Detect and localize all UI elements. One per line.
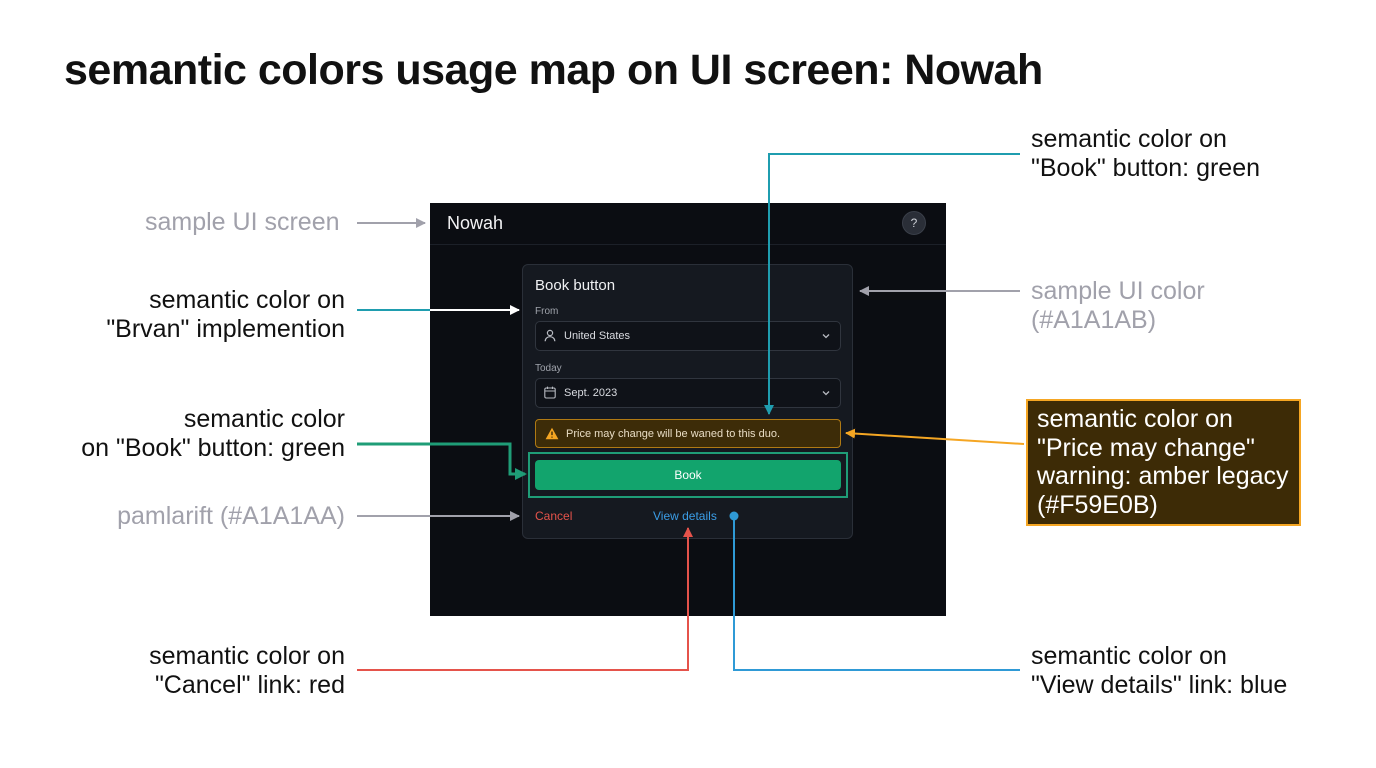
annotation-line: warning: amber legacy — [1037, 462, 1289, 490]
warning-icon — [545, 427, 559, 443]
annotation-view-details: semantic color on "View details" link: b… — [1031, 642, 1287, 700]
booking-card: Book button From United States Today Sep… — [522, 264, 853, 539]
annotation-pamlarift: pamlarift (#A1A1AA) — [117, 502, 345, 531]
annotation-line: "Cancel" link: red — [154, 671, 345, 699]
today-label: Today — [535, 363, 562, 374]
date-select[interactable]: Sept. 2023 — [535, 378, 841, 408]
chevron-down-icon — [821, 331, 831, 344]
annotation-line: (#F59E0B) — [1037, 490, 1158, 519]
from-value: United States — [564, 330, 631, 342]
annotation-line: "Price may change" — [1037, 433, 1255, 462]
annotation-line: (#A1A1AB) — [1031, 306, 1157, 334]
annotation-line: semantic color — [183, 405, 345, 433]
sample-ui-screen: Nowah ? Book button From United States T… — [430, 203, 946, 616]
annotation-line: semantic color on — [149, 642, 345, 670]
page-title: semantic colors usage map on UI screen: … — [64, 46, 1043, 94]
app-header: Nowah ? — [430, 203, 946, 245]
card-title: Book button — [535, 277, 616, 294]
date-value: Sept. 2023 — [564, 387, 618, 399]
annotation-cancel: semantic color on "Cancel" link: red — [149, 642, 345, 700]
calendar-icon — [544, 386, 556, 402]
annotation-line: on "Book" button: green — [81, 434, 345, 462]
from-label: From — [535, 306, 559, 317]
cancel-link[interactable]: Cancel — [535, 509, 573, 523]
annotation-line: semantic color on — [149, 286, 345, 314]
annotation-line: sample UI screen — [145, 208, 340, 236]
annotation-line: pamlarift (#A1A1AA) — [117, 502, 345, 530]
annotation-sample-screen: sample UI screen — [145, 208, 340, 237]
from-select[interactable]: United States — [535, 321, 841, 351]
user-icon — [544, 329, 556, 345]
app-name: Nowah — [447, 213, 504, 233]
annotation-line: sample UI color — [1031, 277, 1205, 305]
annotation-book-top: semantic color on "Book" button: green — [1031, 125, 1260, 183]
annotation-line: semantic color on — [1031, 125, 1227, 153]
question-icon: ? — [910, 216, 918, 230]
book-button-highlight — [528, 452, 848, 498]
annotation-sample-color: sample UI color (#A1A1AB) — [1031, 277, 1205, 335]
annotation-line: semantic color on — [1031, 642, 1227, 670]
annotation-line: "View details" link: blue — [1031, 671, 1288, 699]
annotation-book-left: semantic color on "Book" button: green — [81, 405, 345, 463]
annotation-brvan: semantic color on "Brvan" implemention — [106, 286, 345, 344]
warning-text: Price may change will be waned to this d… — [566, 428, 781, 440]
annotation-line: semantic color on — [1037, 405, 1233, 433]
annotation-line: "Brvan" implemention — [106, 315, 345, 343]
annotation-line: "Book" button: green — [1031, 154, 1261, 182]
help-button[interactable]: ? — [902, 211, 926, 235]
price-warning: Price may change will be waned to this d… — [535, 419, 841, 448]
book-button[interactable]: Book — [535, 460, 841, 490]
view-details-link[interactable]: View details — [653, 509, 717, 523]
annotation-warning: semantic color on "Price may change" war… — [1026, 399, 1301, 526]
chevron-down-icon — [821, 388, 831, 401]
